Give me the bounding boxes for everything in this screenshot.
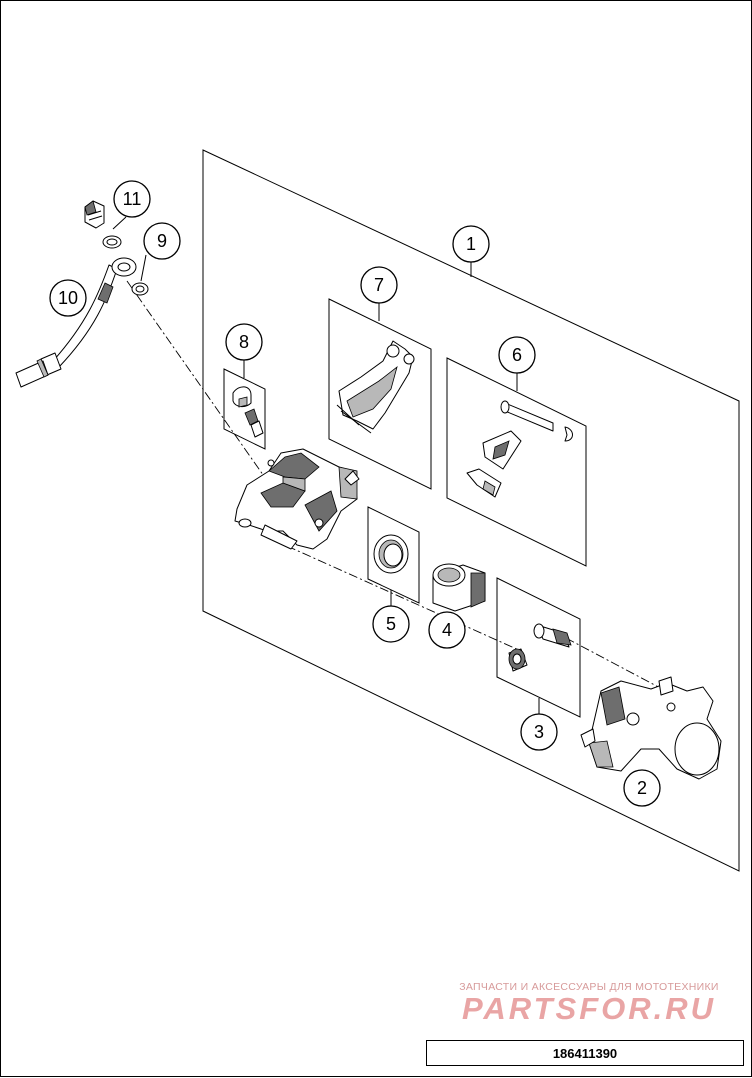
svg-text:6: 6 bbox=[512, 345, 522, 365]
kit-box-brake-pads bbox=[328, 298, 432, 490]
kit-box-seal bbox=[367, 506, 420, 604]
piston bbox=[432, 563, 486, 612]
kit-box-bleeder bbox=[223, 368, 266, 450]
svg-text:1: 1 bbox=[466, 234, 476, 254]
kit-box-slide-pins bbox=[496, 577, 581, 718]
callout-7: 7 bbox=[360, 266, 398, 304]
svg-text:10: 10 bbox=[58, 288, 78, 308]
bleeder-screw-and-cap bbox=[232, 386, 264, 438]
svg-text:3: 3 bbox=[534, 722, 544, 742]
banjo-bolt bbox=[84, 200, 105, 229]
diagram-code-label: 186411390 bbox=[426, 1040, 744, 1066]
pad-pin-kit bbox=[466, 400, 573, 498]
brake-pads bbox=[336, 340, 415, 434]
svg-text:5: 5 bbox=[386, 614, 396, 634]
piston-seal bbox=[373, 534, 409, 574]
callout-2: 2 bbox=[623, 769, 661, 807]
callout-10: 10 bbox=[49, 279, 87, 317]
copper-washer-upper bbox=[102, 235, 122, 249]
callout-9: 9 bbox=[143, 222, 181, 260]
svg-text:9: 9 bbox=[157, 231, 167, 251]
copper-washer-lower bbox=[131, 282, 149, 296]
kit-box-pin-kit bbox=[446, 357, 587, 567]
callout-1: 1 bbox=[452, 225, 490, 263]
leader-lines bbox=[112, 216, 540, 715]
callout-6: 6 bbox=[498, 336, 536, 374]
callout-11: 11 bbox=[113, 180, 151, 218]
callout-5: 5 bbox=[372, 605, 410, 643]
svg-text:4: 4 bbox=[442, 620, 452, 640]
assembly-frame bbox=[202, 149, 740, 872]
slide-pins-and-boots bbox=[508, 623, 572, 672]
svg-text:2: 2 bbox=[637, 778, 647, 798]
assembly-center-lines bbox=[126, 280, 667, 692]
callout-3: 3 bbox=[520, 713, 558, 751]
caliper-bracket bbox=[580, 676, 722, 780]
svg-text:11: 11 bbox=[123, 189, 142, 209]
svg-text:7: 7 bbox=[374, 275, 384, 295]
callout-8: 8 bbox=[225, 323, 263, 361]
brake-hose bbox=[15, 257, 137, 388]
svg-text:8: 8 bbox=[239, 332, 249, 352]
callout-4: 4 bbox=[428, 611, 466, 649]
caliper-body bbox=[234, 448, 360, 550]
